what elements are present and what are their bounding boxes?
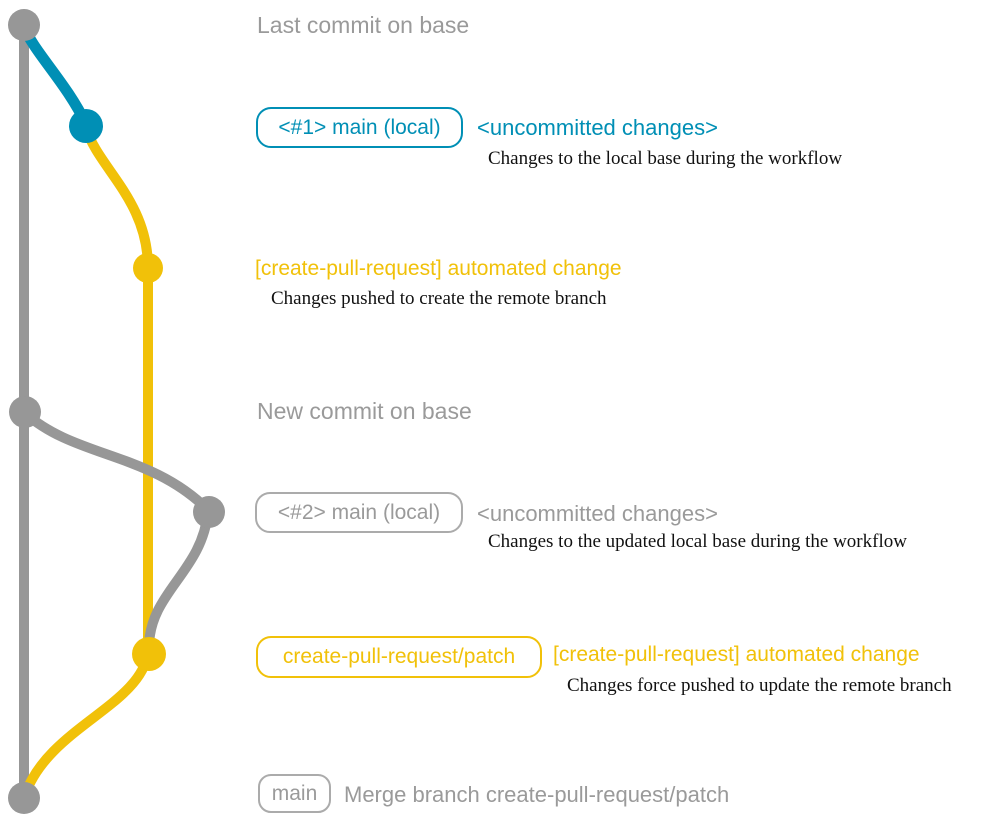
- branch-pill-main-label: main: [271, 781, 318, 805]
- force-push-line: [144, 507, 213, 651]
- commit-dot-local-main-1: [69, 109, 103, 143]
- milestone-last-commit: Last commit on base: [257, 12, 470, 38]
- branch-pill-patch: create-pull-request/patch: [256, 636, 542, 678]
- branch-pill-main: main: [258, 774, 331, 813]
- commit-message-uncommitted-2: <uncommitted changes>: [477, 501, 718, 526]
- branch-pill-patch-label: create-pull-request/patch: [282, 645, 516, 668]
- commit-dot-automated-change-2: [132, 637, 166, 671]
- local-main-2-branch-line: [20, 408, 213, 515]
- commit-message-merge: Merge branch create-pull-request/patch: [344, 782, 730, 807]
- branch-pill-local-main-2-label: <#2> main (local): [277, 500, 441, 524]
- commit-message-automated-2: [create-pull-request] automated change: [553, 643, 920, 666]
- commit-dot-automated-change-1: [133, 253, 163, 283]
- commit-dot-last-base: [8, 9, 40, 41]
- commit-dot-local-main-2: [193, 496, 225, 528]
- description-automated-1: Changes pushed to create the remote bran…: [271, 288, 607, 309]
- milestone-new-commit: New commit on base: [257, 398, 472, 424]
- branch-pill-local-main-1-label: <#1> main (local): [278, 115, 441, 139]
- description-automated-2: Changes force pushed to update the remot…: [567, 675, 952, 696]
- branch-pill-local-main-2: <#2> main (local): [255, 492, 463, 533]
- commit-message-automated-1: [create-pull-request] automated change: [255, 257, 622, 280]
- commit-dot-merge: [8, 782, 40, 814]
- description-uncommitted-2: Changes to the updated local base during…: [488, 531, 907, 552]
- local-main-1-branch-line: [18, 20, 92, 130]
- commit-dot-new-base: [9, 396, 41, 428]
- description-uncommitted-1: Changes to the local base during the wor…: [488, 148, 843, 169]
- branch-pill-local-main-1: <#1> main (local): [256, 107, 463, 148]
- commit-message-uncommitted-1: <uncommitted changes>: [477, 115, 718, 140]
